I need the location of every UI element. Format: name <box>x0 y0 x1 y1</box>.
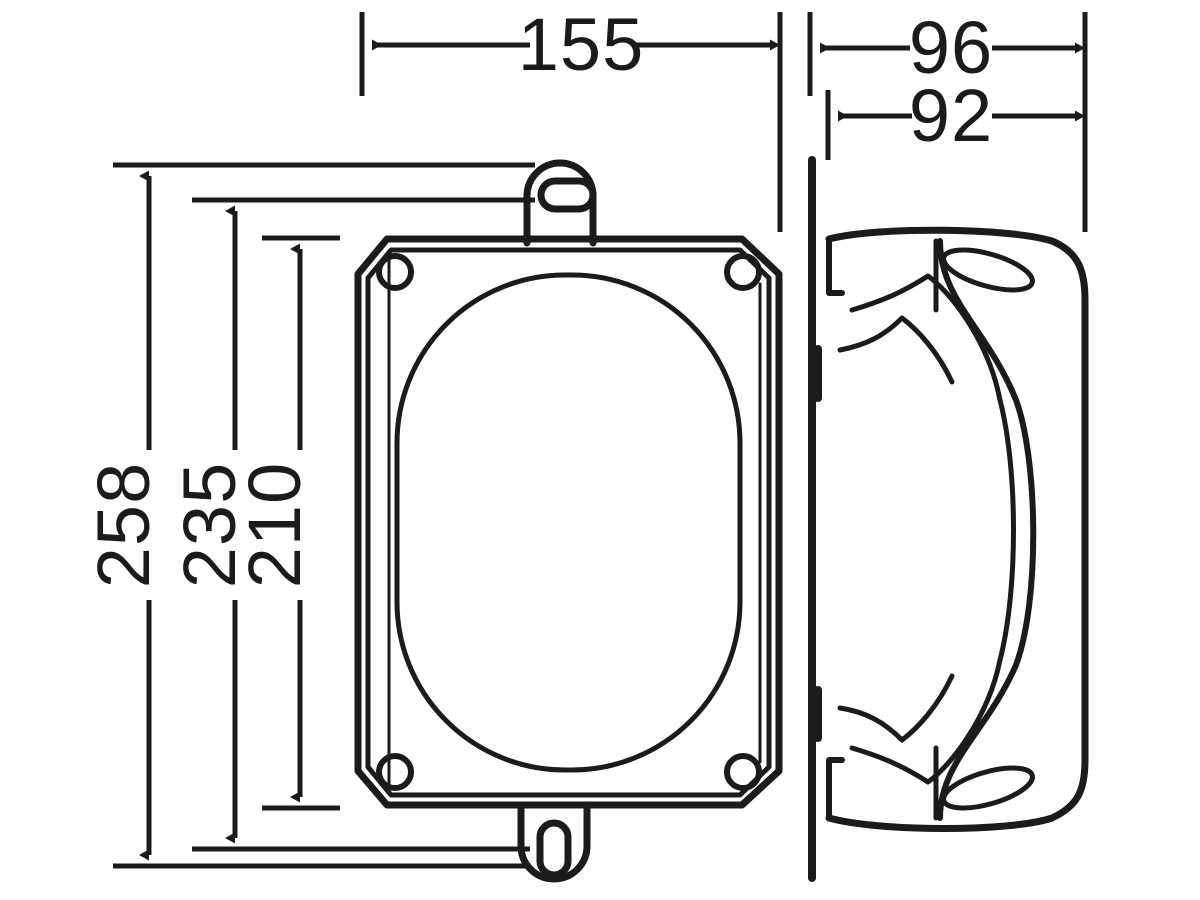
side-shoulder-curve-top <box>837 315 955 385</box>
mounting-tab-bottom-slot <box>536 819 572 879</box>
dimension-92 <box>825 90 1085 160</box>
dimension-96 <box>807 12 1088 232</box>
side-body-outer-outline <box>825 226 1089 832</box>
dimension-155 <box>359 12 783 232</box>
front-body-outer-outline <box>354 235 783 809</box>
front-lid-stadium-opening <box>394 272 743 773</box>
dimension-label-258: 258 <box>82 462 165 588</box>
front-view <box>354 159 783 883</box>
dimension-label-210: 210 <box>233 462 316 588</box>
dimension-label-92: 92 <box>909 74 993 157</box>
side-oval-detail-bottom <box>941 765 1035 811</box>
side-oval-detail-top <box>941 247 1035 293</box>
side-lid-profile-inner <box>849 273 1016 785</box>
dimension-235 <box>192 197 535 852</box>
side-shoulder-curve-bottom <box>837 673 955 743</box>
side-flange-left <box>826 236 845 821</box>
corner-screw-bottom-right <box>724 753 762 791</box>
corner-screw-top-left <box>376 253 414 291</box>
dimension-label-155: 155 <box>518 3 644 86</box>
corner-screw-bottom-left <box>376 753 414 791</box>
side-view <box>808 156 1089 882</box>
dimension-210 <box>262 235 340 811</box>
dimension-258 <box>113 162 535 869</box>
dimension-label-235: 235 <box>168 462 251 588</box>
corner-screw-top-right <box>724 253 762 291</box>
dimension-label-96: 96 <box>909 6 993 89</box>
mounting-tab-bottom <box>517 801 591 883</box>
mounting-tab-top-slot <box>537 177 597 213</box>
front-inner-wall-line <box>387 256 762 790</box>
